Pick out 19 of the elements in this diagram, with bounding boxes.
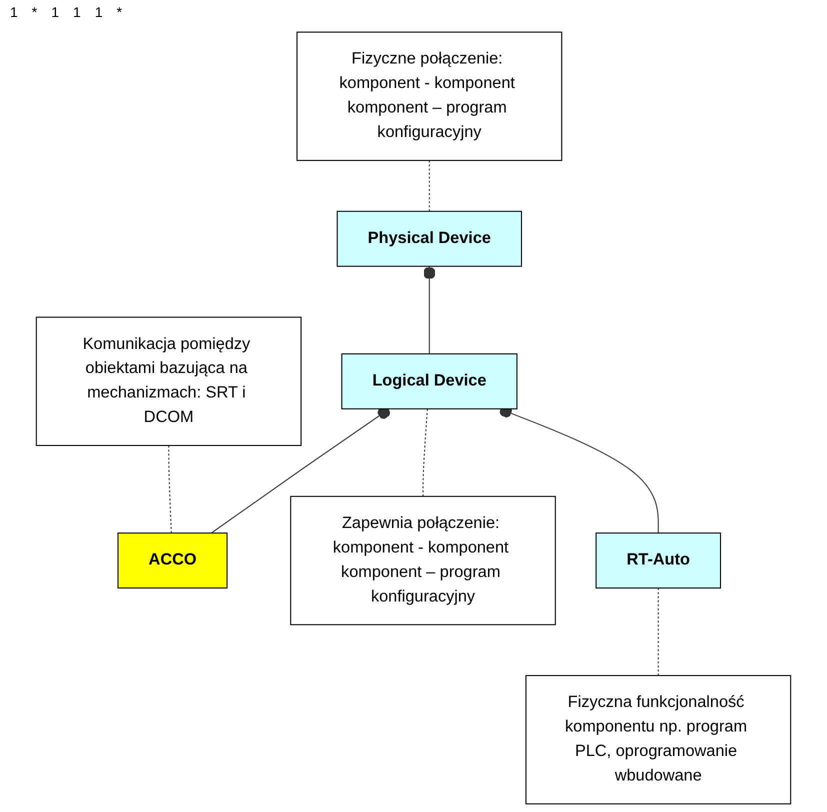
connector: [422, 408, 428, 496]
node-box: Physical Device: [336, 210, 522, 267]
connector: [423, 266, 436, 354]
node-box: RT-Auto: [596, 532, 721, 589]
node-box: Fizyczna funkcjonalność komponentu np. program PLC, oprogramowanie wbudowane: [525, 675, 792, 804]
node-box: Zapewnia połączenie: komponent - komponent komponent – program konfiguracyjny: [290, 496, 556, 626]
node-box: Logical Device: [341, 353, 518, 410]
connector: [658, 588, 659, 676]
multiplicity-label: 1: [10, 4, 18, 20]
connector: [168, 446, 172, 534]
multiplicity-label: 1: [73, 4, 81, 20]
node-box: ACCO: [118, 532, 228, 589]
multiplicity-label: 1: [94, 4, 103, 20]
multiplicity-label: *: [116, 4, 122, 20]
node-box: Komunikacja pomiędzy obiektami bazująca na mechanizmach: SRT i DCOM: [36, 316, 302, 446]
multiplicity-label: 1: [51, 4, 60, 20]
multiplicity-label: *: [32, 4, 38, 20]
node-box: Fizyczne połączenie: komponent - komponent komponent – program konfiguracyjny: [296, 32, 562, 161]
connector: [428, 160, 430, 212]
